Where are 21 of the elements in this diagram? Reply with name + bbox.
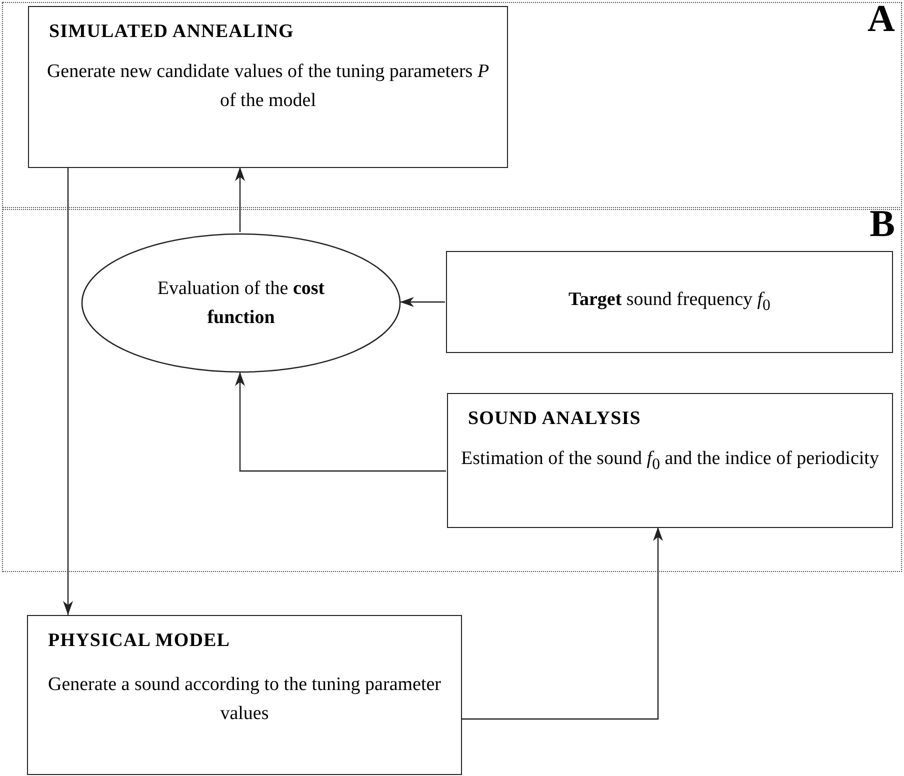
region-letter: A xyxy=(868,0,895,41)
arrow xyxy=(462,527,663,720)
arrow xyxy=(235,372,446,472)
dotted-region xyxy=(2,2,902,210)
box-heading: SIMULATED ANNEALING xyxy=(49,21,294,43)
node-text: Evaluation of the cost function xyxy=(156,276,326,330)
arrow xyxy=(400,297,445,307)
process-box xyxy=(447,393,893,528)
process-box xyxy=(446,251,893,353)
box-text: Estimation of the sound f$_{0}$ and the indice of periodicity xyxy=(460,447,880,475)
region-letter: B xyxy=(870,204,895,246)
node-text: Target sound frequency f$_{0}$ xyxy=(568,288,770,316)
box-text: Generate a sound according to the tuning parameter values xyxy=(46,673,442,726)
box-heading: SOUND ANALYSIS xyxy=(468,408,641,430)
process-box xyxy=(27,615,462,775)
arrow xyxy=(235,167,245,232)
arrow xyxy=(63,167,73,615)
dotted-region xyxy=(2,207,902,572)
box-text: Generate new candidate values of the tuning parameters P of the model xyxy=(46,60,490,114)
process-box xyxy=(28,6,508,168)
box-heading: PHYSICAL MODEL xyxy=(48,630,230,652)
